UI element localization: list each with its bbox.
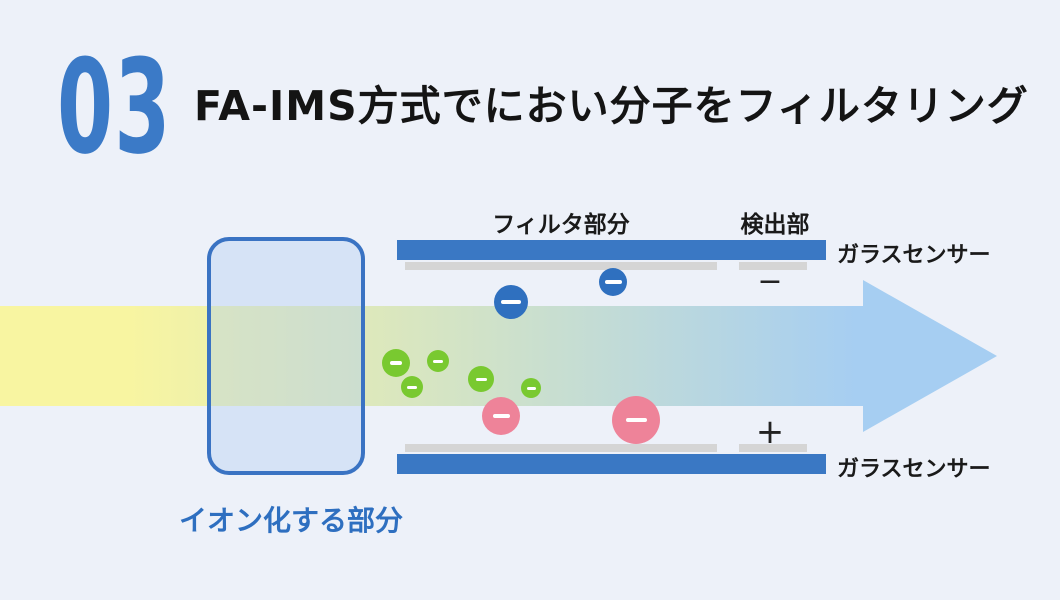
ionization-label: イオン化する部分 [178, 504, 403, 537]
detector-electrode-bottom [739, 444, 807, 452]
flow-arrow [0, 280, 997, 432]
glass-sensor-bar-top [397, 240, 826, 260]
minus-icon [501, 300, 521, 304]
page-title: FA-IMS方式でにおい分子をフィルタリング [194, 82, 1029, 130]
glass-sensor-label-top: ガラスセンサー [837, 243, 991, 268]
minus-icon [604, 280, 622, 284]
step-number: 03 [57, 31, 172, 183]
ionization-box [207, 237, 365, 475]
positive-charge-sign: + [755, 412, 785, 452]
filter-electrode-bottom [405, 444, 717, 452]
filter-section-label: フィルタ部分 [492, 212, 630, 238]
detector-section-label: 検出部 [740, 212, 810, 238]
glass-sensor-label-bottom: ガラスセンサー [837, 457, 991, 482]
minus-icon [492, 414, 510, 418]
blue-ion [599, 268, 627, 296]
detector-electrode-top [739, 262, 807, 270]
filter-electrode-top [405, 262, 717, 270]
negative-charge-sign: − [757, 264, 783, 299]
minus-icon [625, 418, 647, 422]
glass-sensor-bar-bottom [397, 454, 826, 474]
